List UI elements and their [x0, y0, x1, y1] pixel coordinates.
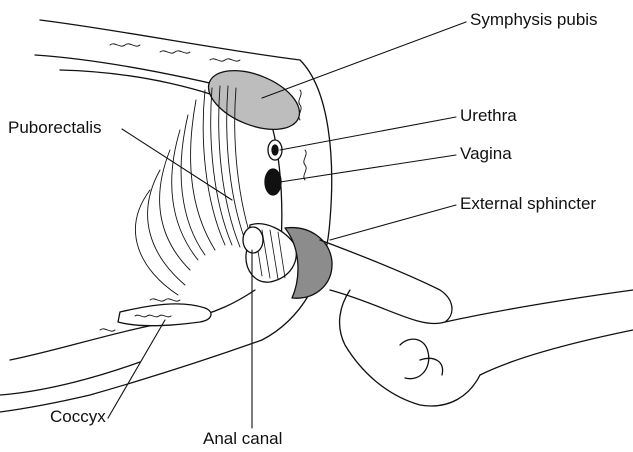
- label-anal-canal: Anal canal: [203, 430, 282, 447]
- label-vagina: Vagina: [460, 145, 512, 162]
- label-coccyx: Coccyx: [50, 408, 106, 425]
- hand-outline: [320, 240, 452, 324]
- hand-wrist-2: [445, 290, 633, 322]
- label-puborectalis: Puborectalis: [8, 119, 102, 136]
- label-symphysis-pubis: Symphysis pubis: [470, 11, 598, 28]
- label-urethra: Urethra: [460, 107, 517, 124]
- anal-opening: [243, 227, 263, 253]
- coccyx-shape: [118, 304, 211, 326]
- symphysis-pubis-shape: [200, 59, 308, 141]
- hand-palm: [340, 290, 480, 406]
- hand-wrist: [480, 330, 633, 375]
- leader-symphysis: [262, 22, 466, 98]
- label-external-sphincter: External sphincter: [460, 195, 596, 212]
- leader-lines: [108, 22, 466, 428]
- leader-coccyx: [108, 320, 165, 418]
- leader-external: [330, 205, 456, 240]
- urethra-lumen: [272, 145, 278, 155]
- lower-contour-2: [0, 362, 140, 395]
- leader-urethra: [280, 117, 456, 150]
- vagina-shape: [265, 169, 281, 195]
